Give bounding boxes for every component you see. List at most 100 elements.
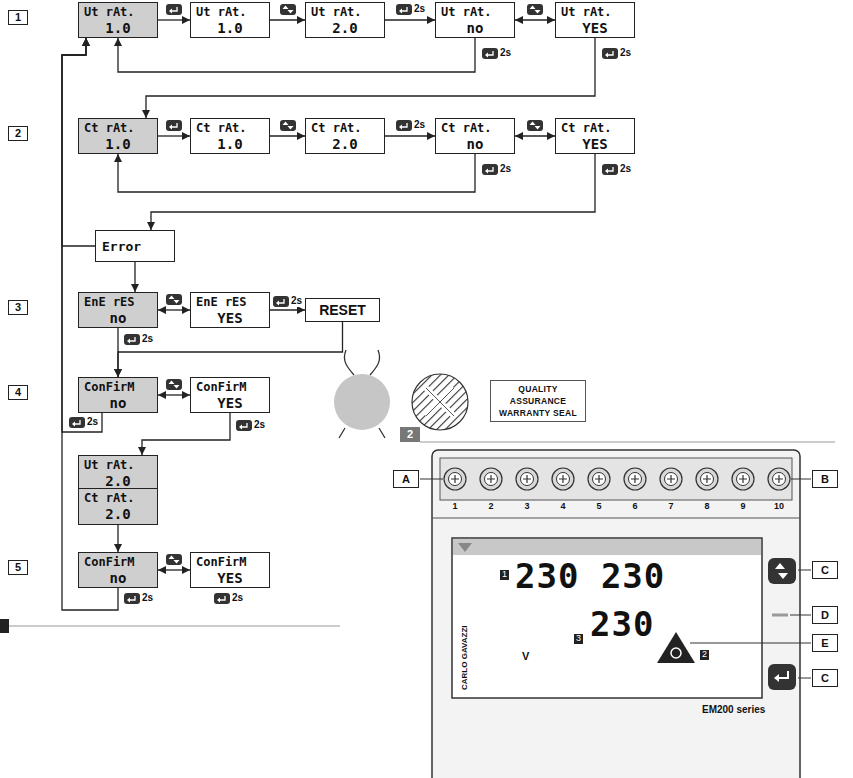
- screw-terminal: [588, 468, 610, 490]
- seal-wire: [344, 350, 379, 375]
- display-screen: Ut rAt.no: [435, 2, 515, 38]
- updown-key-icon: [166, 554, 182, 565]
- enter-key-icon: [396, 120, 412, 131]
- enter-key-icon: [127, 339, 130, 344]
- enter-key-icon: [166, 4, 182, 15]
- node-value: YES: [561, 20, 629, 36]
- hold-time: 2s: [290, 295, 303, 307]
- screw-terminal: [487, 475, 495, 483]
- seal-wire: [334, 350, 390, 438]
- enter-key-icon: [482, 164, 498, 175]
- enter-key-icon: [124, 334, 140, 345]
- enter-key-icon: [124, 593, 140, 604]
- flow-arrow: [134, 262, 135, 292]
- lcd-display: [458, 543, 472, 552]
- display-screen: Ct rAt.1.0: [190, 118, 270, 154]
- screw-terminal: [629, 473, 642, 486]
- terminal-number: 9: [740, 502, 745, 512]
- updown-key: [768, 558, 796, 584]
- flow-arrow: [158, 394, 190, 395]
- enter-key: [768, 664, 796, 690]
- seal-label: QUALITY ASSURANCE WARRANTY SEAL: [490, 380, 586, 422]
- hold-time: 2s: [413, 119, 426, 131]
- enter-key: [768, 664, 796, 690]
- screw-terminal: [557, 473, 570, 486]
- node-value: YES: [196, 570, 264, 586]
- display-screen: Ct rAt.1.0: [78, 118, 158, 154]
- step-number: 2: [8, 126, 28, 141]
- brand-name: CARLO GAVAZZI: [461, 625, 470, 690]
- step-number: 5: [8, 560, 28, 575]
- alarm-symbol: [657, 632, 695, 663]
- updown-key: [768, 558, 796, 584]
- enter-key-icon: [605, 53, 608, 58]
- updown-key-icon: [166, 294, 182, 305]
- node-title: RESET: [319, 302, 366, 318]
- screw-terminal: [773, 473, 786, 486]
- enter-key-icon: [214, 593, 230, 604]
- node-value: 1.0: [196, 136, 264, 152]
- model-name: EM200 series: [702, 704, 765, 715]
- node-title: QUALITY ASSURANCE WARRANTY SEAL: [496, 383, 580, 419]
- updown-key-icon: [280, 4, 296, 15]
- seal-wire: [339, 428, 385, 438]
- enter-key-icon: [69, 417, 85, 428]
- screw-terminal: [665, 473, 678, 486]
- flow-arrow: [146, 38, 595, 118]
- node-title: 3: [9, 301, 27, 314]
- node-value: no: [441, 136, 509, 152]
- display-screen: Ut rAt.1.0: [78, 2, 158, 38]
- enter-key-icon: [396, 4, 412, 15]
- display-screen: EnE rESno: [78, 292, 158, 328]
- flow-arrow: [270, 309, 305, 310]
- flow-arrow: [158, 19, 190, 20]
- flow-arrow: [270, 19, 305, 20]
- terminal-number: 4: [560, 502, 565, 512]
- leader-line: [690, 643, 811, 644]
- node-title: 4: [9, 386, 27, 399]
- node-value: no: [441, 20, 509, 36]
- display-reading: 230: [590, 606, 654, 643]
- phase-marker: 1: [500, 570, 509, 580]
- enter-key-icon: [169, 9, 172, 14]
- screw-terminal: [696, 468, 718, 490]
- enter-key-icon: [482, 48, 498, 59]
- lcd-display: [452, 538, 762, 698]
- flow-arrow: [158, 309, 190, 310]
- screw-terminal: [521, 473, 534, 486]
- node-title: 5: [9, 561, 27, 574]
- enter-key-icon: [124, 334, 140, 345]
- hold-time: 2s: [413, 3, 426, 15]
- step-number: 3: [8, 300, 28, 315]
- enter-key-icon: [236, 420, 252, 431]
- alarm-symbol: [671, 648, 681, 658]
- callout-letter: B: [812, 470, 838, 488]
- hold-time: 2s: [619, 47, 632, 59]
- hold-time: 2s: [86, 416, 99, 428]
- terminal-number: 8: [704, 502, 709, 512]
- node-title: EnE rES: [196, 295, 264, 310]
- screw-terminal: [667, 475, 675, 483]
- display-screen: Ct rAt.2.0: [78, 488, 158, 525]
- flow-arrow: [118, 154, 475, 192]
- flow-arrow: [118, 38, 475, 72]
- enter-key-icon: [124, 593, 140, 604]
- node-title: Ut rAt.: [84, 5, 152, 20]
- enter-key-icon: [166, 120, 182, 131]
- screw-terminal: [737, 473, 750, 486]
- enter-key-icon: [602, 48, 618, 59]
- flow-arrow: [151, 154, 595, 230]
- node-value: YES: [561, 136, 629, 152]
- node-title: Ut rAt.: [196, 5, 264, 20]
- updown-key-icon: [166, 294, 182, 305]
- enter-key-icon: [273, 296, 289, 307]
- node-title: EnE rES: [84, 295, 152, 310]
- display-screen: Ut rAt.1.0: [190, 2, 270, 38]
- node-value: 2.0: [311, 136, 379, 152]
- updown-key-icon: [169, 556, 180, 564]
- enter-key-icon: [602, 48, 618, 59]
- terminal-number: 3: [524, 502, 529, 512]
- alarm-symbol: [657, 632, 695, 663]
- warranty-sticker: [426, 388, 454, 416]
- screw-terminal: [732, 468, 754, 490]
